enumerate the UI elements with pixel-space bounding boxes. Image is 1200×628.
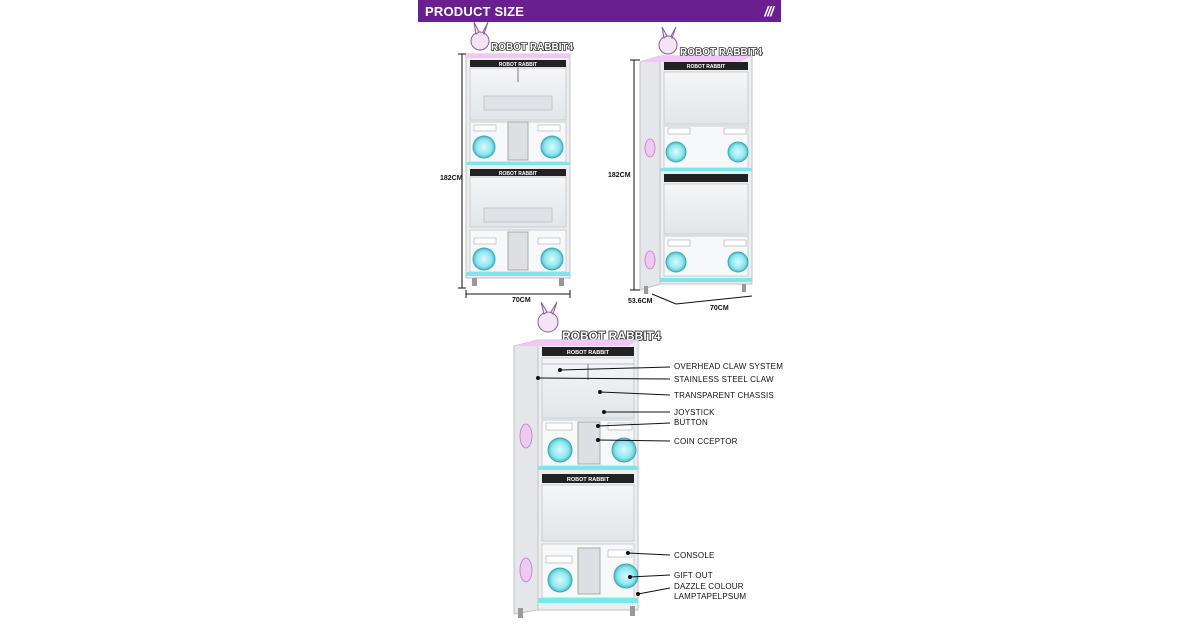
section-banner: PRODUCT SIZE /// [418, 0, 781, 22]
feature-bottom-label: ROBOT RABBIT [567, 477, 610, 483]
front-bottom-label: ROBOT RABBIT [499, 171, 537, 177]
front-width-label: 70CM [512, 297, 531, 304]
callout-console: CONSOLE [674, 551, 715, 560]
callout-gift-out: GIFT OUT [674, 571, 713, 580]
side-top-label: ROBOT RABBIT [687, 64, 725, 70]
banner-slashes-icon: /// [764, 3, 774, 19]
front-logo: ROBOT RABBIT4 [470, 21, 574, 54]
callout-transparent-chassis: TRANSPARENT CHASSIS [674, 391, 774, 400]
feature-top-label: ROBOT RABBIT [567, 350, 610, 356]
callout-button: BUTTON [674, 418, 708, 427]
callout-joystick: JOYSTICK [674, 408, 715, 417]
side-height-label: 182CM [608, 172, 631, 179]
callout-leaders [536, 366, 671, 596]
front-top-label: ROBOT RABBIT [499, 62, 537, 68]
side-width-label: 70CM [710, 305, 729, 312]
callout-dazzle-colour: DAZZLE COLOUR [674, 582, 744, 591]
callout-overhead-claw: OVERHEAD CLAW SYSTEM [674, 362, 784, 371]
callout-steel-claw: STAINLESS STEEL CLAW [674, 375, 774, 384]
front-logo-text: ROBOT RABBIT4 [491, 42, 574, 53]
callout-lamp: LAMPTAPELPSUM [674, 592, 747, 601]
callout-coin-acceptor: COIN CCEPTOR [674, 437, 738, 446]
feature-logo: ROBOT RABBIT4 [537, 301, 662, 344]
front-height-label: 182CM [440, 175, 463, 182]
side-depth-label: 53.6CM [628, 298, 653, 305]
banner-title: PRODUCT SIZE [425, 3, 525, 19]
